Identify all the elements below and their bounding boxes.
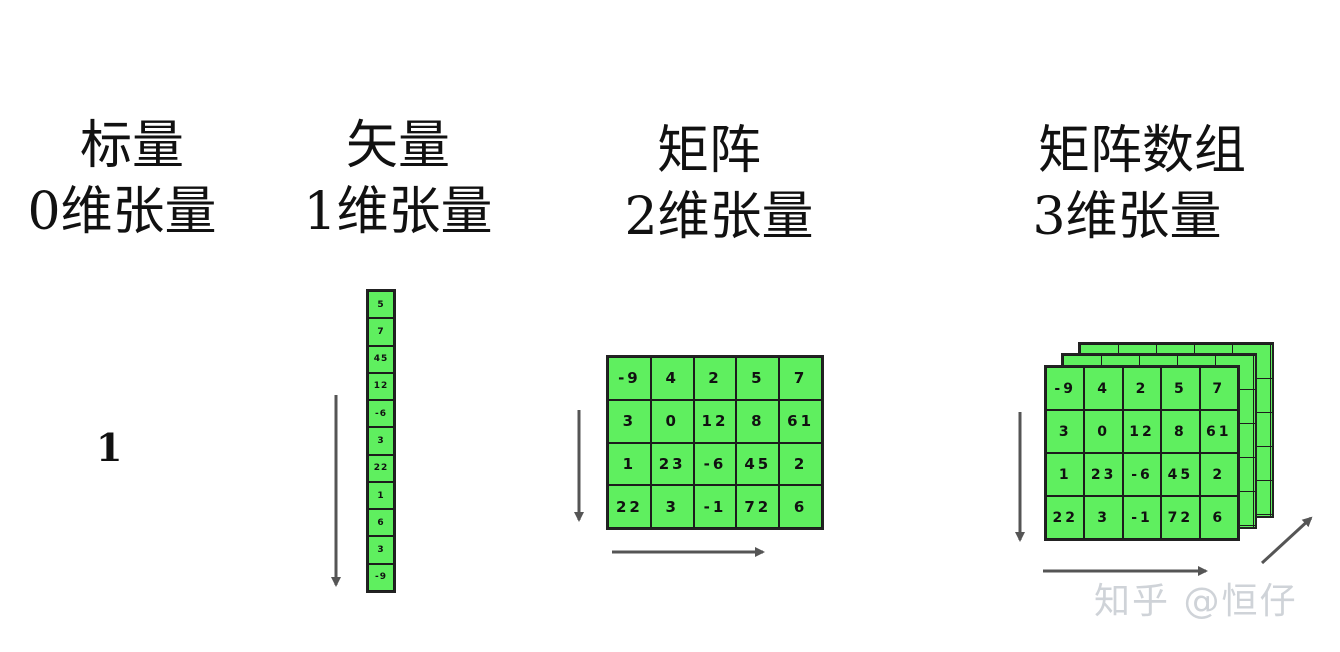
tensor-cell: 8 — [1161, 410, 1200, 453]
scalar-label: 标量 0维张量 — [24, 113, 220, 245]
tensor-cell: 23 — [1084, 453, 1123, 496]
tensor-cell: -1 — [1122, 496, 1162, 539]
tensor-cell: 45 — [1161, 453, 1200, 496]
matrix-cell: 3 — [650, 485, 694, 528]
matrix-cell: -1 — [693, 485, 737, 528]
matrix-cell: 2 — [779, 442, 822, 486]
tensor-cell: -9 — [1046, 367, 1085, 410]
matrix-title: 矩阵 — [656, 121, 761, 181]
tensor-cell: 0 — [1084, 410, 1123, 453]
vector-cell: 12 — [368, 372, 394, 401]
tensor-cell: -6 — [1122, 453, 1162, 496]
vector-cell: 22 — [368, 454, 394, 482]
vector-label: 矢量 1维张量 — [298, 113, 498, 245]
matrix-cell: 72 — [736, 485, 780, 528]
vector-cell: 45 — [368, 345, 394, 373]
tensor-cell: 1 — [1046, 453, 1085, 496]
matrix-subtitle: 2维张量 — [624, 187, 814, 247]
tensor-cell: 4 — [1084, 367, 1123, 410]
tensor-title: 矩阵数组 — [1037, 121, 1246, 181]
vector-cell: 1 — [368, 481, 394, 510]
matrix-cell: 61 — [779, 399, 822, 443]
tensor-cell: 2 — [1199, 453, 1238, 496]
scalar-value: 1 — [96, 425, 123, 470]
vector-title: 矢量 — [345, 116, 450, 176]
matrix-cell: 7 — [779, 357, 822, 400]
matrix-cell: 6 — [779, 485, 822, 528]
tensor-subtitle: 3维张量 — [1032, 187, 1222, 247]
matrix-cell: 12 — [693, 399, 737, 443]
tensor-cell: 6 — [1199, 496, 1238, 539]
tensor-axis2-arrow — [1260, 516, 1313, 565]
vector-cell: 5 — [368, 291, 394, 319]
vector-cell: 7 — [368, 318, 394, 346]
tensor-cell: 3 — [1084, 496, 1123, 539]
vector-cell: -6 — [368, 400, 394, 428]
scalar-subtitle: 0维张量 — [27, 182, 217, 242]
tensor-cell: 22 — [1046, 496, 1085, 539]
tensor-cell: 5 — [1161, 367, 1200, 410]
vector-subtitle: 1维张量 — [303, 182, 493, 242]
vector-cell: 3 — [368, 536, 394, 564]
matrix-cell: 45 — [736, 442, 780, 486]
matrix-cell: 8 — [736, 399, 780, 443]
matrix-cell: 5 — [736, 357, 780, 400]
matrix-cell: 1 — [608, 442, 651, 486]
matrix-cell: 4 — [650, 357, 694, 400]
matrix-cell: 22 — [608, 485, 651, 528]
tensor-cell: 2 — [1122, 367, 1162, 410]
tensor-cell: 3 — [1046, 410, 1085, 453]
matrix-cell: 2 — [693, 357, 737, 400]
vector-cell: 3 — [368, 427, 394, 455]
matrix-label: 矩阵 2维张量 — [614, 118, 824, 250]
tensor-cell: 72 — [1161, 496, 1200, 539]
scalar-title: 标量 — [79, 116, 184, 176]
tensor-cell: 7 — [1199, 367, 1238, 410]
matrix-cell: -9 — [608, 357, 651, 400]
tensor-label: 矩阵数组 3维张量 — [1020, 118, 1264, 250]
matrix-cell: -6 — [693, 442, 737, 486]
vector-cell: 6 — [368, 509, 394, 537]
matrix-cell: 3 — [608, 399, 651, 443]
matrix-cell: 0 — [650, 399, 694, 443]
tensor-cell: 61 — [1199, 410, 1238, 453]
tensor-cell: 12 — [1122, 410, 1162, 453]
matrix-cell: 23 — [650, 442, 694, 486]
vector-cell: -9 — [368, 563, 394, 591]
watermark: 知乎 @恒仔 — [1094, 581, 1298, 622]
